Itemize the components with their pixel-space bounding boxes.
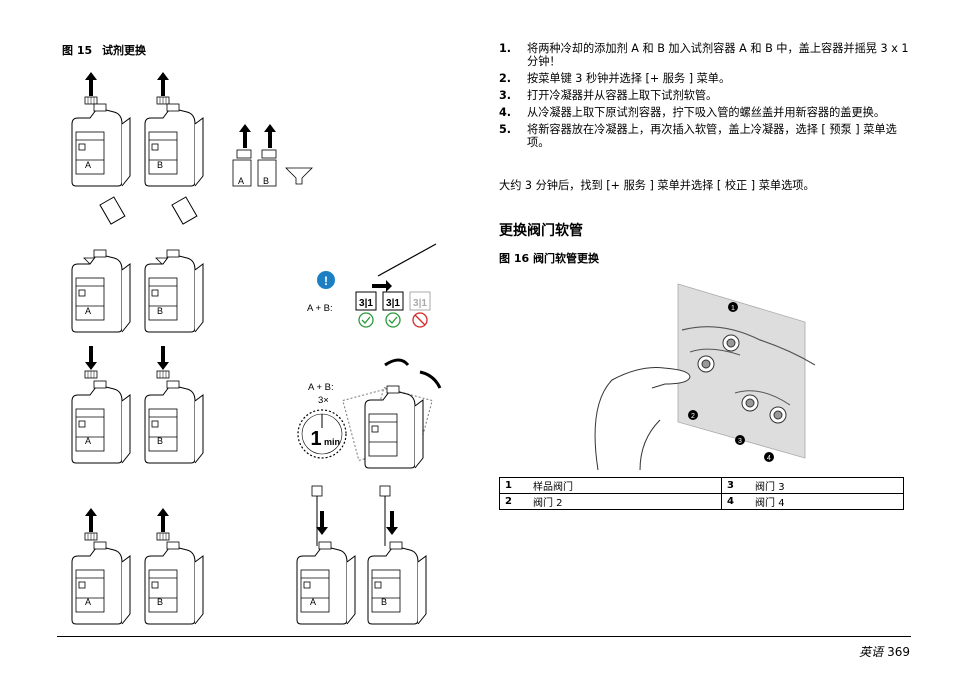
label-a-5: A xyxy=(310,597,316,607)
a-plus-b-label-1: A + B: xyxy=(307,303,333,314)
callout-1: 1 xyxy=(731,305,735,312)
callout-3: 3 xyxy=(738,438,742,445)
step-item: 5.将新容器放在冷凝器上，再次插入软管，盖上冷凝器，选择 [ 预泵 ] 菜单选项… xyxy=(499,123,897,149)
step-item: 3.打开冷凝器并从容器上取下试剂软管。 xyxy=(499,89,718,102)
timer-unit: min xyxy=(324,437,340,447)
label-a-4: A xyxy=(85,597,91,607)
step-item: 4.从冷凝器上取下原试剂容器，拧下吸入管的螺丝盖并用新容器的盖更换。 xyxy=(499,106,886,119)
figure-16-drawing: 1 2 3 4 xyxy=(594,283,816,471)
callout-4: 4 xyxy=(767,455,771,462)
label-b-1: B xyxy=(157,160,163,170)
page-number: 369 xyxy=(887,645,910,659)
date-1: 3|1 xyxy=(359,298,373,309)
steps-list: 1.将两种冷却的添加剂 A 和 B 加入试剂容器 A 和 B 中，盖上容器并摇晃… xyxy=(499,42,909,153)
date-3: 3|1 xyxy=(413,298,427,309)
figure-16-number: 图 16 xyxy=(499,252,530,265)
label-a-1: A xyxy=(85,160,91,170)
section-title: 更换阀门软管 xyxy=(499,223,583,239)
svg-text:!: ! xyxy=(324,274,328,288)
label-b-2: B xyxy=(157,306,163,316)
times-label: 3× xyxy=(318,395,329,406)
after-text: 大约 3 分钟后，找到 [+ 服务 ] 菜单并选择 [ 校正 ] 菜单选项。 xyxy=(499,179,815,192)
step-item: 2.按菜单键 3 秒钟并选择 [+ 服务 ] 菜单。 xyxy=(499,72,731,85)
date-2: 3|1 xyxy=(386,298,400,309)
callout-2: 2 xyxy=(691,413,695,420)
label-a-2: A xyxy=(85,306,91,316)
timer-value: 1 xyxy=(310,428,321,450)
figure-15-caption: 试剂更换 xyxy=(101,44,146,57)
figure-15-title: 图 15 试剂更换 xyxy=(62,42,146,58)
figure-15-number: 图 15 xyxy=(62,44,93,57)
label-b-small: B xyxy=(263,176,269,186)
a-plus-b-label-2: A + B: xyxy=(308,382,334,393)
label-a-3: A xyxy=(85,436,91,446)
label-b-4: B xyxy=(157,597,163,607)
footer-rule xyxy=(57,636,911,637)
figure-16-caption: 阀门软管更换 xyxy=(532,252,599,265)
footer-language: 英语 xyxy=(859,645,884,659)
step-item: 1.将两种冷却的添加剂 A 和 B 加入试剂容器 A 和 B 中，盖上容器并摇晃… xyxy=(499,42,909,68)
label-b-3: B xyxy=(157,436,163,446)
figure-16-title: 图 16 阀门软管更换 xyxy=(499,250,599,266)
label-a-small: A xyxy=(238,176,244,186)
label-b-5: B xyxy=(381,597,387,607)
